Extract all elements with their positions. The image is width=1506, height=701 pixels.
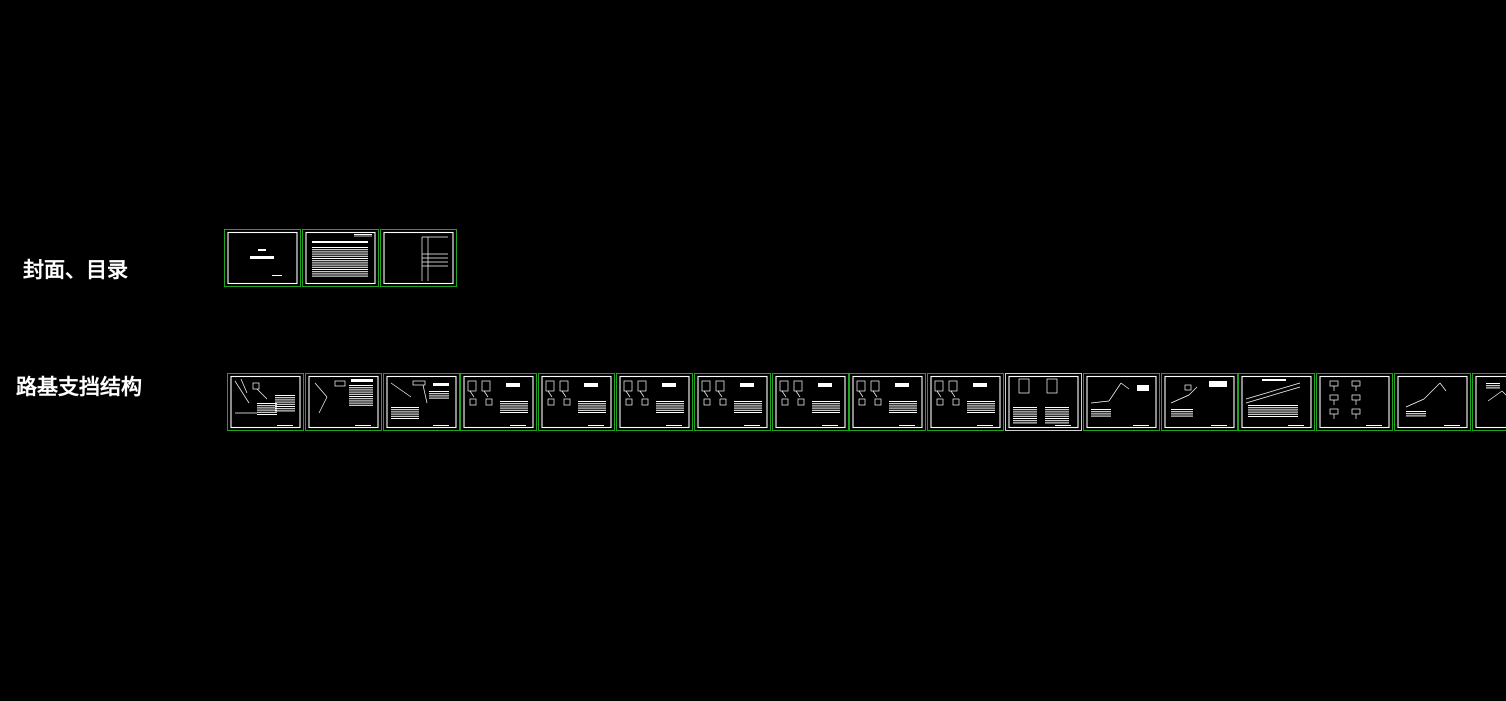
retaining-drawing-sheet-10[interactable] — [927, 373, 1005, 431]
retaining-drawing-sheet-2[interactable] — [304, 373, 382, 431]
retaining-drawing-sheet-1[interactable] — [227, 373, 304, 431]
retaining-drawing-sheet-7[interactable] — [693, 373, 771, 431]
retaining-drawing-sheet-13[interactable] — [1160, 373, 1238, 431]
retaining-drawing-sheet-12[interactable] — [1082, 373, 1160, 431]
group-label-cover-index: 封面、目录 — [23, 257, 128, 282]
retaining-drawing-sheet-17[interactable] — [1471, 373, 1506, 431]
retaining-drawing-sheet-8[interactable] — [771, 373, 849, 431]
group-label-subgrade-retaining: 路基支挡结构 — [16, 374, 142, 399]
retaining-drawing-sheet-9[interactable] — [849, 373, 927, 431]
retaining-drawing-sheet-16[interactable] — [1394, 373, 1471, 431]
sheet-row-cover-index — [224, 229, 458, 287]
retaining-drawing-sheet-5[interactable] — [538, 373, 616, 431]
retaining-drawing-sheet-4[interactable] — [460, 373, 538, 431]
cover-index-drawing-sheet-1[interactable] — [224, 229, 301, 287]
retaining-drawing-sheet-3[interactable] — [382, 373, 460, 431]
retaining-drawing-sheet-6[interactable] — [616, 373, 693, 431]
sheet-row-subgrade-retaining — [227, 373, 1506, 431]
retaining-drawing-sheet-14[interactable] — [1238, 373, 1316, 431]
cover-index-drawing-sheet-2[interactable] — [301, 229, 379, 287]
retaining-drawing-sheet-15[interactable] — [1316, 373, 1394, 431]
cover-index-drawing-sheet-3[interactable] — [379, 229, 457, 287]
retaining-drawing-sheet-11[interactable] — [1005, 373, 1082, 431]
